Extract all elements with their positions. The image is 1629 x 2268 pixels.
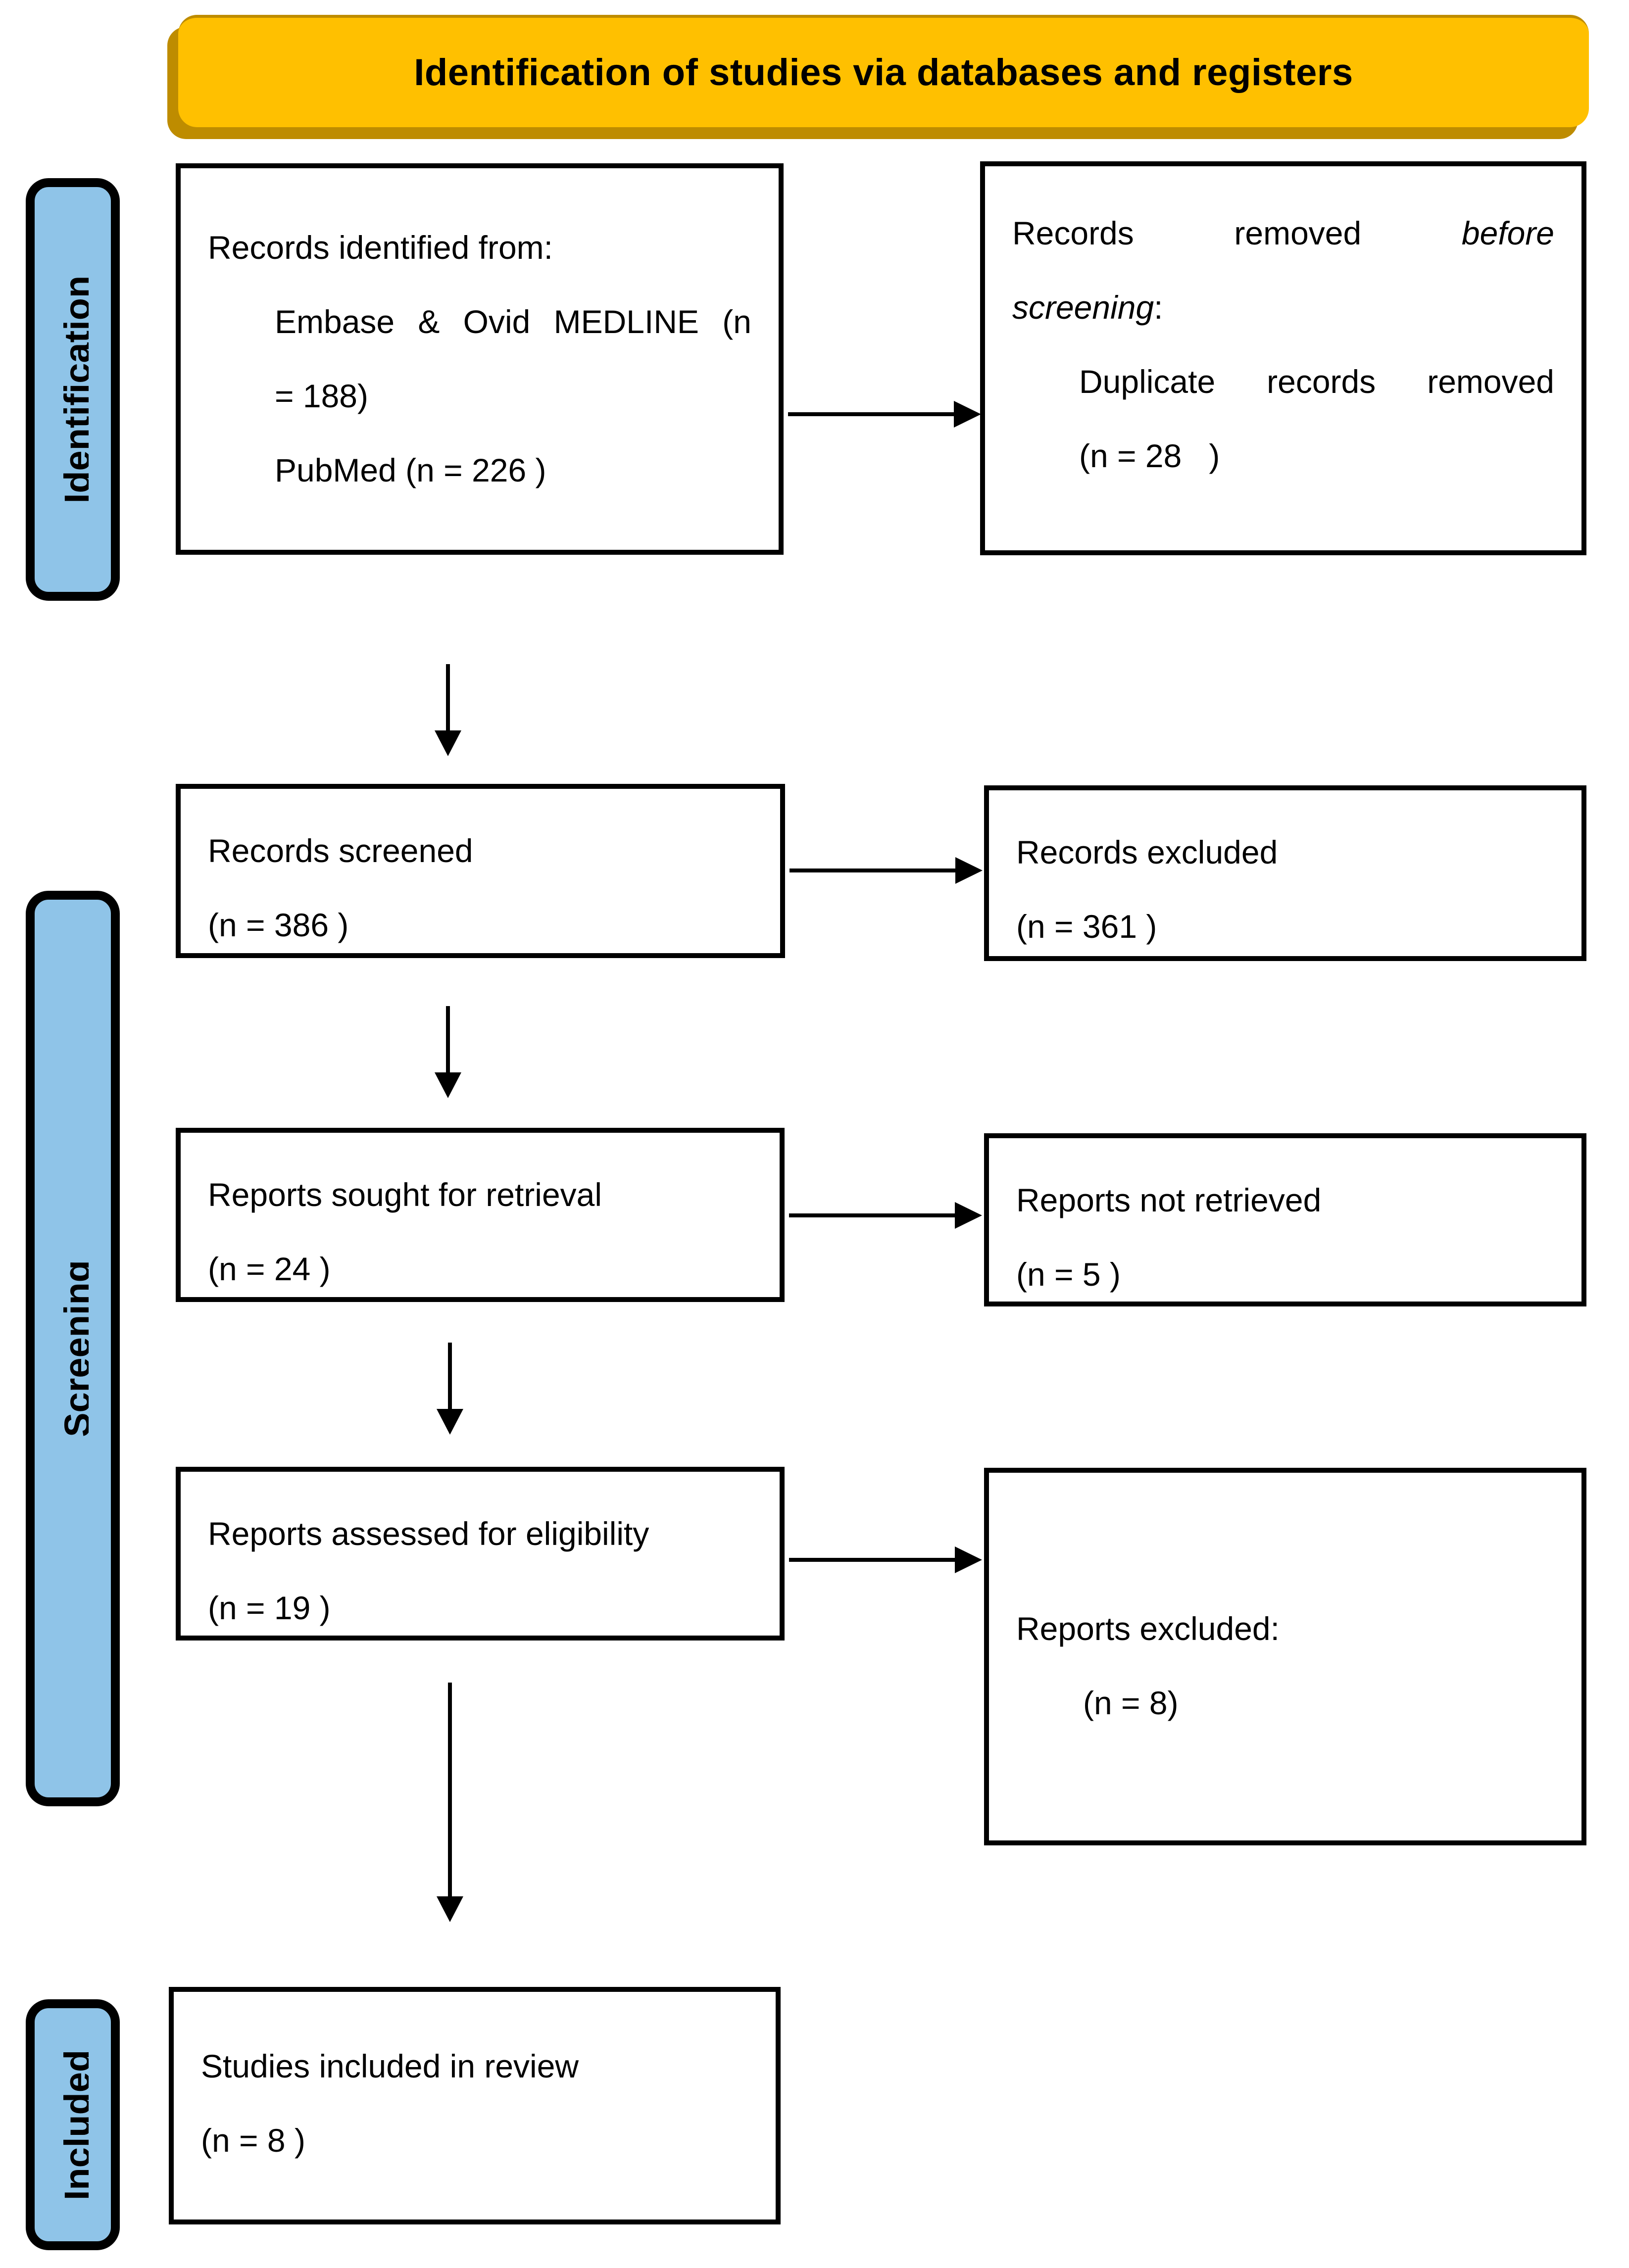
reports-excluded-title: Reports excluded:	[1016, 1610, 1280, 1647]
reports-sought-count: (n = 24 )	[208, 1251, 331, 1287]
arrow-down-identified-to-screened-icon	[446, 664, 450, 731]
records-removed-title-italic: before	[1461, 215, 1554, 251]
records-screened-title: Records screened	[208, 832, 473, 869]
arrow-down-assessed-to-included-icon	[448, 1683, 452, 1897]
stage-included-label: Included	[57, 2049, 89, 2200]
box-reports-excluded: Reports excluded: (n = 8)	[984, 1468, 1586, 1845]
reports-not-retrieved-count: (n = 5 )	[1016, 1256, 1121, 1293]
arrow-right-identified-to-removed-icon	[788, 412, 954, 416]
box-reports-sought: Reports sought for retrieval (n = 24 )	[176, 1128, 785, 1302]
records-removed-title-italic-2: screening	[1012, 289, 1154, 326]
records-removed-duplicates: Duplicate records removed	[1079, 363, 1554, 400]
reports-assessed-count: (n = 19 )	[208, 1590, 331, 1626]
studies-included-title: Studies included in review	[201, 2048, 579, 2084]
reports-not-retrieved-title: Reports not retrieved	[1016, 1182, 1322, 1218]
records-identified-source-1-count: = 188)	[275, 378, 368, 414]
stage-screening-label: Screening	[57, 1260, 89, 1437]
arrow-right-screened-to-excluded-icon	[790, 869, 956, 872]
records-removed-title-line-2: screening:	[1012, 270, 1554, 344]
arrow-down-sought-to-assessed-icon	[448, 1343, 452, 1409]
stage-identification-label: Identification	[57, 275, 89, 504]
records-removed-title-normal: Records removed	[1012, 215, 1362, 251]
box-records-screened: Records screened (n = 386 )	[176, 784, 785, 958]
box-records-removed: Records removed before screening: Duplic…	[980, 161, 1586, 555]
records-excluded-title: Records excluded	[1016, 834, 1278, 870]
stage-screening-text-wrap: Screening	[57, 1260, 89, 1437]
records-removed-title-colon: :	[1154, 289, 1163, 326]
box-studies-included: Studies included in review (n = 8 )	[169, 1987, 781, 2224]
reports-excluded-count: (n = 8)	[1083, 1685, 1179, 1721]
box-reports-assessed: Reports assessed for eligibility (n = 19…	[176, 1467, 785, 1641]
stage-included: Included	[26, 1999, 120, 2250]
records-removed-count: (n = 28 )	[1079, 437, 1220, 474]
reports-sought-title: Reports sought for retrieval	[208, 1176, 602, 1213]
stage-identification: Identification	[26, 178, 120, 601]
arrow-right-sought-to-not-retrieved-icon	[789, 1213, 955, 1217]
records-screened-count: (n = 386 )	[208, 907, 349, 943]
records-identified-source-1: Embase & Ovid MEDLINE (n	[275, 303, 751, 340]
records-identified-source-2: PubMed (n = 226 )	[275, 452, 546, 488]
banner-title: Identification of studies via databases …	[414, 51, 1353, 94]
flow-banner: Identification of studies via databases …	[178, 15, 1589, 127]
reports-assessed-title: Reports assessed for eligibility	[208, 1515, 649, 1552]
box-records-identified: Records identified from: Embase & Ovid M…	[176, 163, 784, 555]
stage-included-text-wrap: Included	[57, 2049, 89, 2200]
stage-screening: Screening	[26, 891, 120, 1806]
records-identified-title: Records identified from:	[208, 229, 553, 266]
box-records-excluded: Records excluded (n = 361 )	[984, 785, 1586, 961]
records-removed-title-line-1: Records removed before	[1012, 196, 1554, 270]
arrow-right-assessed-to-excluded-icon	[789, 1558, 955, 1562]
studies-included-count: (n = 8 )	[201, 2122, 305, 2159]
stage-identification-text-wrap: Identification	[57, 276, 89, 503]
arrow-down-screened-to-sought-icon	[446, 1006, 450, 1073]
records-excluded-count: (n = 361 )	[1016, 908, 1157, 945]
box-reports-not-retrieved: Reports not retrieved (n = 5 )	[984, 1133, 1586, 1306]
